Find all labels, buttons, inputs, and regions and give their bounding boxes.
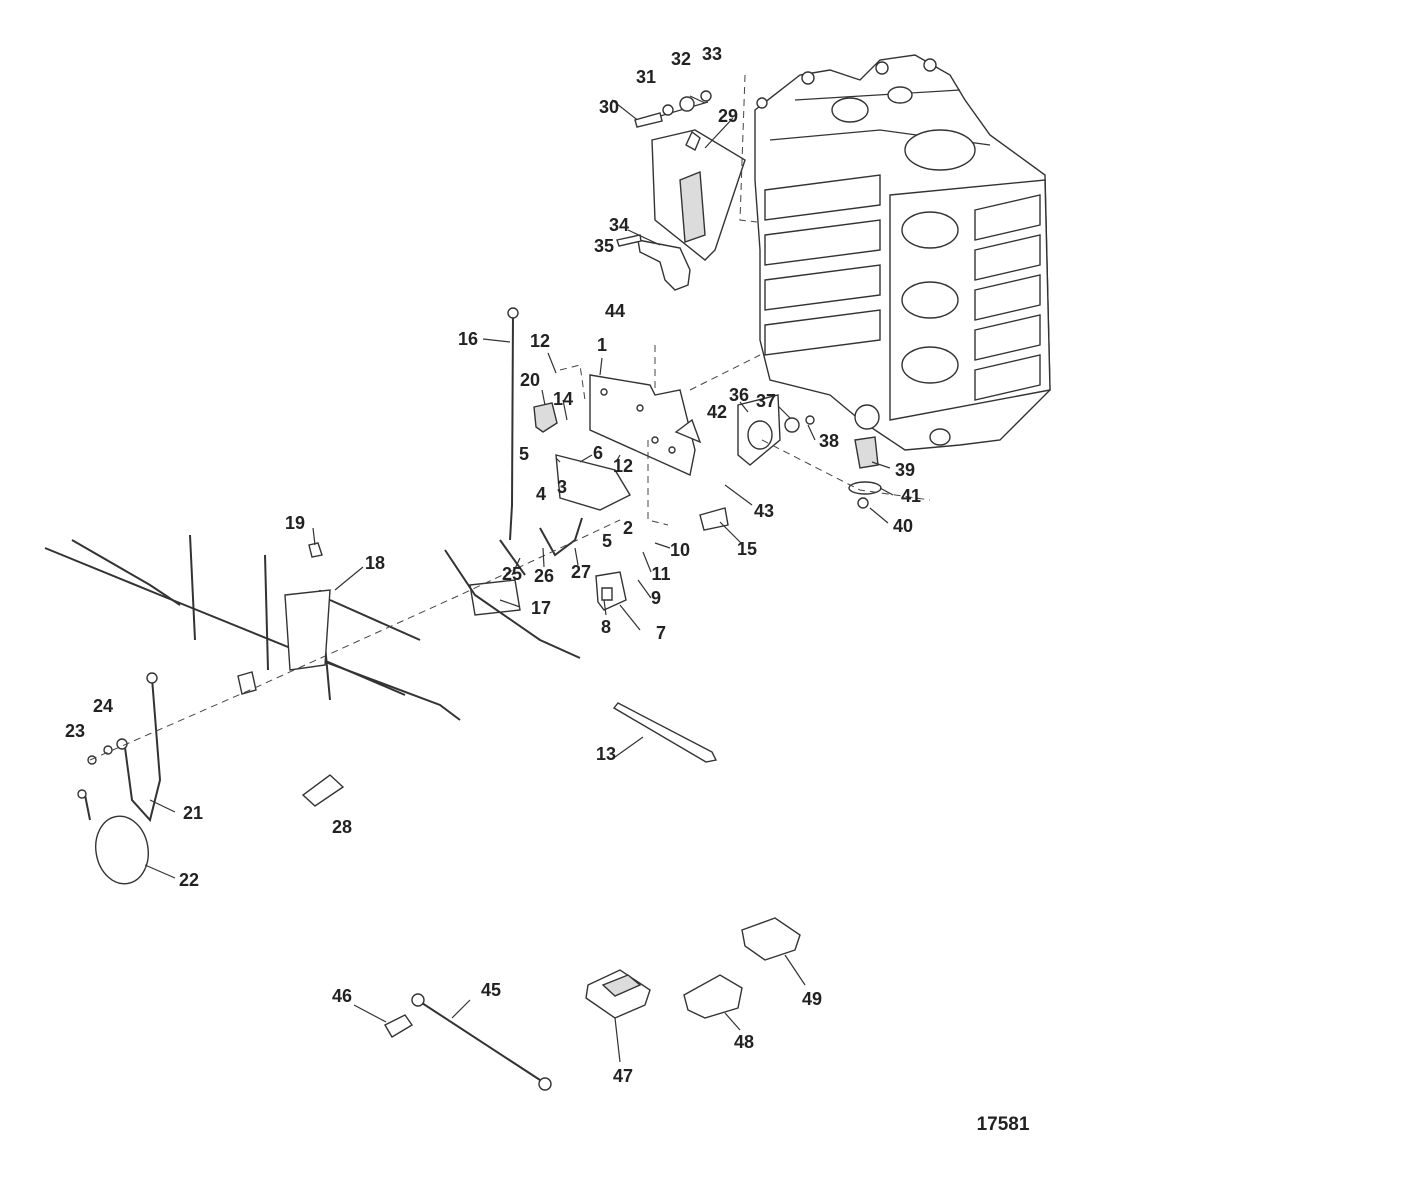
callout-13: 13 xyxy=(595,744,617,764)
small-parts-drawing xyxy=(301,702,718,807)
accessory-kit-drawing xyxy=(384,917,801,1091)
callout-15: 15 xyxy=(736,539,758,559)
callout-30: 30 xyxy=(598,97,620,117)
callout-8: 8 xyxy=(600,617,612,637)
callout-12-lower: 12 xyxy=(612,456,634,476)
electrical-plate-drawing xyxy=(533,345,931,611)
callout-49: 49 xyxy=(801,989,823,1009)
callout-43: 43 xyxy=(753,501,775,521)
callout-20: 20 xyxy=(519,370,541,390)
callout-27: 27 xyxy=(570,562,592,582)
callout-28: 28 xyxy=(331,817,353,837)
callout-9: 9 xyxy=(650,588,662,608)
callout-47: 47 xyxy=(612,1066,634,1086)
callout-23: 23 xyxy=(64,721,86,741)
callout-25: 25 xyxy=(501,564,523,584)
callout-44: 44 xyxy=(604,301,626,321)
callout-11: 11 xyxy=(651,564,671,584)
callout-46: 46 xyxy=(331,986,353,1006)
callout-40: 40 xyxy=(892,516,914,536)
callout-36: 36 xyxy=(728,385,750,405)
callout-7: 7 xyxy=(655,623,667,643)
callout-41: 41 xyxy=(900,486,922,506)
callout-31: 31 xyxy=(635,67,657,87)
wiring-harness-drawing xyxy=(44,307,583,721)
callout-26: 26 xyxy=(533,566,555,586)
callout-24: 24 xyxy=(92,696,114,716)
callout-5-lower: 5 xyxy=(601,531,613,551)
callout-29: 29 xyxy=(717,106,739,126)
callout-48: 48 xyxy=(733,1032,755,1052)
callout-2: 2 xyxy=(622,518,634,538)
callout-37: 37 xyxy=(755,391,777,411)
ecm-module-drawing xyxy=(611,74,758,291)
callout-38: 38 xyxy=(818,431,840,451)
callout-14: 14 xyxy=(552,389,574,409)
callout-17: 17 xyxy=(530,598,552,618)
callout-42: 42 xyxy=(706,402,728,422)
callout-12-upper: 12 xyxy=(529,331,551,351)
callout-16: 16 xyxy=(457,329,479,349)
callout-34: 34 xyxy=(608,215,630,235)
callout-19: 19 xyxy=(284,513,306,533)
ground-cable-drawing xyxy=(77,519,621,885)
callout-39: 39 xyxy=(894,460,916,480)
engine-block-drawing xyxy=(754,54,1051,451)
figure-number: 17581 xyxy=(976,1114,1030,1135)
callout-1: 1 xyxy=(596,335,608,355)
callout-45: 45 xyxy=(480,980,502,1000)
callout-21: 21 xyxy=(182,803,204,823)
leader-lines xyxy=(144,95,894,1063)
callout-18: 18 xyxy=(364,553,386,573)
callout-5-upper: 5 xyxy=(518,444,530,464)
callout-22: 22 xyxy=(178,870,200,890)
callout-6: 6 xyxy=(592,443,604,463)
callout-33: 33 xyxy=(701,44,723,64)
callout-32: 32 xyxy=(670,49,692,69)
callout-4: 4 xyxy=(535,484,547,504)
callout-10: 10 xyxy=(669,540,691,560)
callout-3: 3 xyxy=(556,477,568,497)
callout-35: 35 xyxy=(593,236,615,256)
